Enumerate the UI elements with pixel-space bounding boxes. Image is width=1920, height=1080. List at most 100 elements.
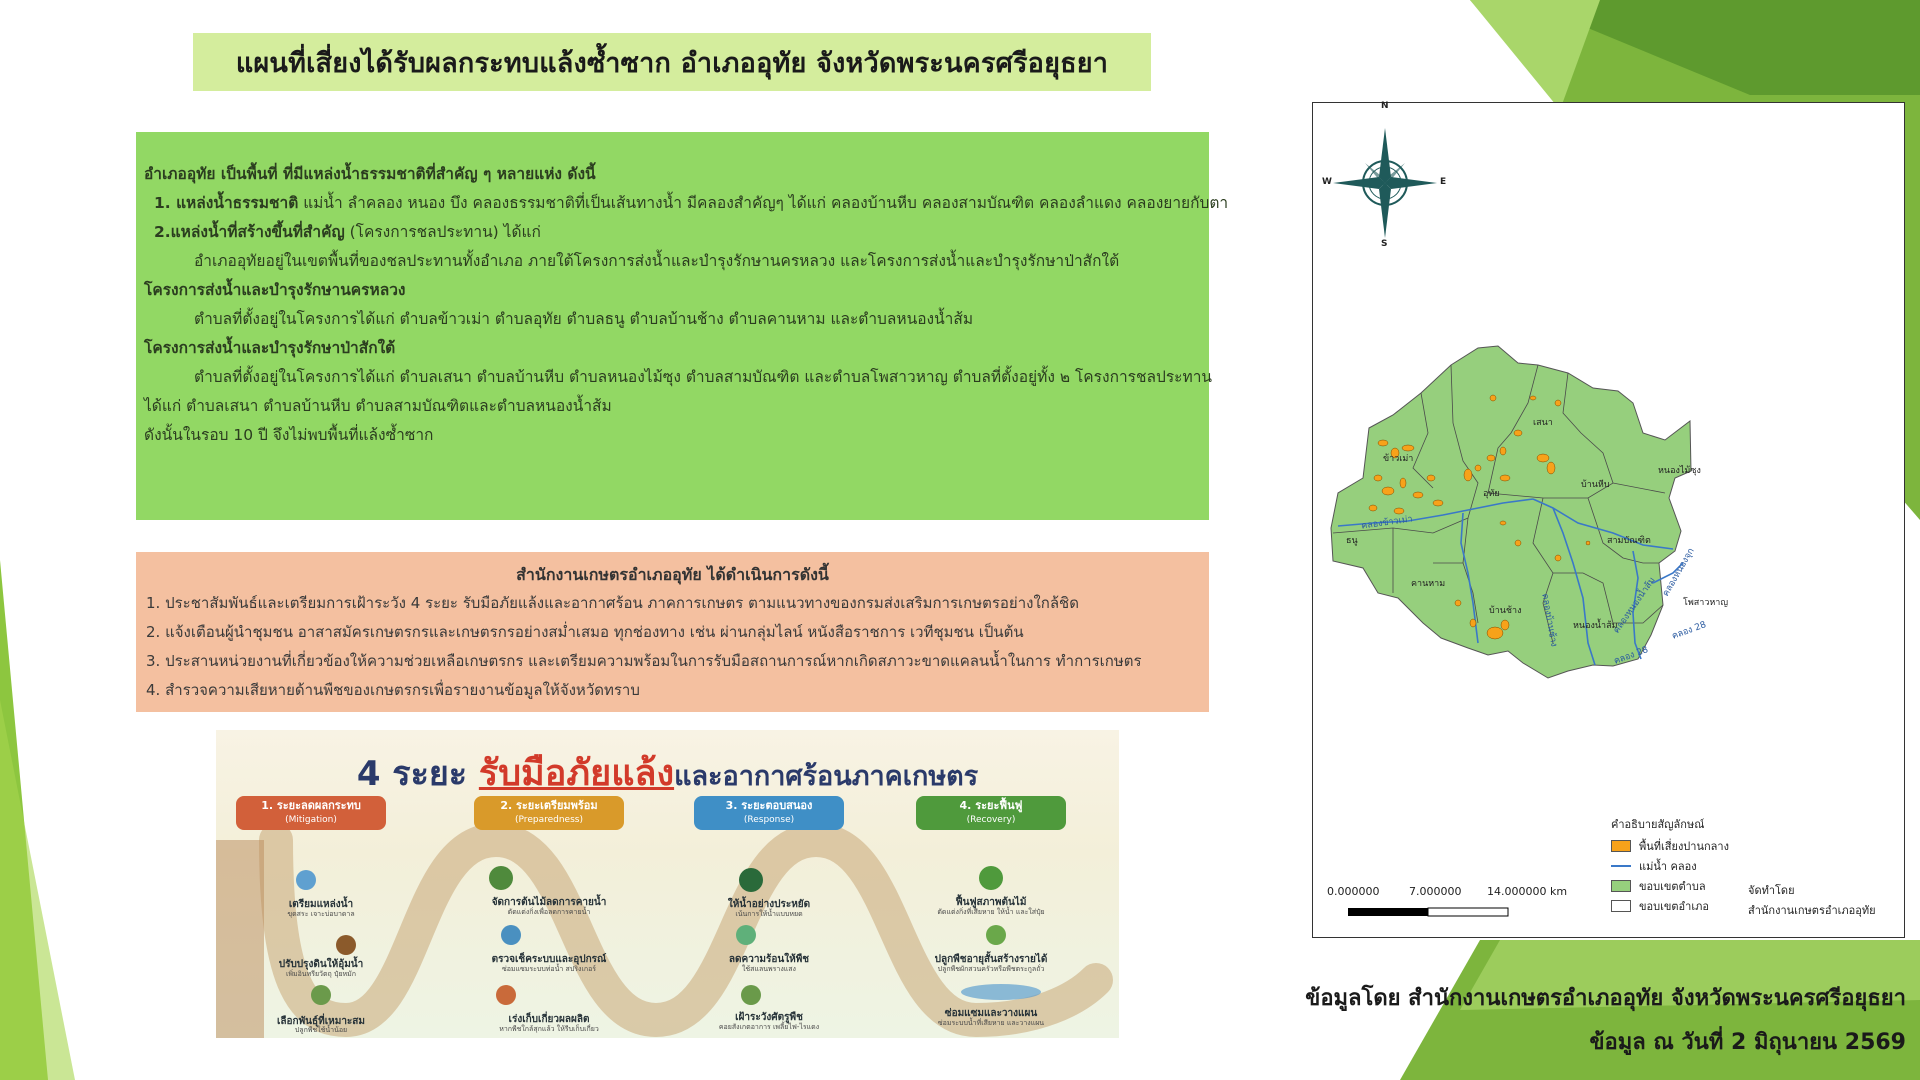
info-caption-sub: หากพืชใกล้สุกแล้ว ให้รีบเก็บเกี่ยว [499, 1025, 599, 1033]
legend-swatch [1611, 880, 1631, 892]
legend-item-district: ขอบเขตอำเภอ [1611, 897, 1709, 915]
phase-sub: (Preparedness) [515, 815, 583, 825]
water-tank-icon [296, 870, 316, 890]
pond-icon [961, 984, 1041, 1000]
office-actions-panel: สำนักงานเกษตรอำเภออุทัย ได้ดำเนินการดังน… [136, 552, 1209, 712]
top-right-light-shape [1470, 0, 1600, 110]
legend-item-subdistrict: ขอบเขตตำบล [1611, 877, 1706, 895]
map-canvas [1330, 128, 1692, 917]
made-by-label: จัดทำโดย [1748, 884, 1795, 897]
soil-icon [336, 935, 356, 955]
office-action-item: 4. สำรวจความเสียหายด้านพืชของเกษตรกรเพื่… [146, 681, 640, 699]
project1-text: ตำบลที่ตั้งอยู่ในโครงการได้แก่ ตำบลข้าวเ… [194, 310, 974, 328]
office-action-item: 3. ประสานหน่วยงานที่เกี่ยวข้องให้ความช่ว… [146, 652, 1142, 670]
compass-rose-icon [1333, 128, 1437, 238]
info-caption-title: ปลูกพืชอายุสั้นสร้างรายได้ [934, 954, 1048, 965]
info-caption-sub: ตัดแต่งกิ่งเพื่อลดการคายน้ำ [507, 908, 591, 916]
legend-line-swatch [1611, 865, 1631, 867]
legend-item-risk: พื้นที่เสี่ยงปานกลาง [1611, 837, 1729, 855]
office-action-item: 1. ประชาสัมพันธ์และเตรียมการเฝ้าระวัง 4 … [146, 594, 1079, 612]
shade-net-icon [736, 925, 756, 945]
info-caption-title: เตรียมแหล่งน้ำ [288, 899, 354, 910]
water-sources-intro: อำเภออุทัย เป็นพื้นที่ ที่มีแหล่งน้ำธรรม… [144, 165, 596, 183]
item1-label: 1. แหล่งน้ำธรรมชาติ [154, 194, 299, 212]
project2-text: ตำบลที่ตั้งอยู่ในโครงการได้แก่ ตำบลเสนา … [194, 368, 1213, 386]
info-caption-sub: ปลูกพืชใช้น้ำน้อย [294, 1026, 348, 1034]
sprinkler-icon [501, 925, 521, 945]
infographic-title-num: 4 ระยะ [356, 754, 479, 794]
top-right-dark-shape [1520, 0, 1920, 95]
info-caption-title: ให้น้ำอย่างประหยัด [727, 899, 811, 910]
project2-text-cont: ได้แก่ ตำบลเสนา ตำบลบ้านหีบ ตำบลสามบัณฑิ… [144, 397, 612, 415]
item1-text: แม่น้ำ ลำคลอง หนอง บึง คลองธรรมชาติที่เป… [298, 194, 1229, 212]
phase-badge-preparedness: 2. ระยะเตรียมพร้อม(Preparedness) [474, 796, 624, 830]
left-green-shape-2 [0, 700, 75, 1080]
district-label: หนองไม้ซุง [1658, 466, 1701, 476]
recovery-tree-icon [979, 866, 1003, 890]
scale-label: 0.000000 [1327, 885, 1380, 898]
magnifier-icon [741, 985, 761, 1005]
project1-heading: โครงการส่งน้ำและบำรุงรักษานครหลวง [144, 281, 406, 299]
district-boundary [1330, 345, 1692, 679]
risk-patches [1368, 394, 1591, 640]
water-source-item-2: 2.แหล่งน้ำที่สร้างขึ้นที่สำคัญ (โครงการช… [144, 218, 1199, 247]
dry-soil-left [216, 840, 264, 1038]
office-action-item: 2. แจ้งเตือนผู้นำชุมชน อาสาสมัครเกษตรกรแ… [146, 623, 1024, 641]
phase-badge-recovery: 4. ระยะฟื้นฟู (Recovery) [916, 796, 1066, 830]
district-label: บ้านหีบ [1581, 480, 1610, 490]
district-label: ธนู [1346, 536, 1358, 546]
bottom-right-light-shape [1460, 940, 1920, 1010]
tree-icon [489, 866, 513, 890]
district-label: โพสาวหาญ [1683, 598, 1729, 608]
winding-road [259, 822, 1113, 1038]
phase-sub: (Mitigation) [285, 815, 337, 825]
info-caption-sub: ปลูกพืชผักสวนครัวหรือพืชตระกูลถั่ว [937, 965, 1045, 973]
canal-lines [1337, 498, 1684, 666]
item2-label: 2.แหล่งน้ำที่สร้างขึ้นที่สำคัญ [154, 223, 345, 241]
info-caption-sub: คอยสังเกตอาการ เพลี้ยไฟ-ไรแดง [718, 1023, 820, 1031]
infographic-title-highlight: รับมือภัยแล้ง [478, 753, 675, 794]
phase-label: 3. ระยะตอบสนอง [725, 799, 813, 812]
info-caption-title: ซ่อมแซมและวางแผน [944, 1008, 1038, 1019]
water-drop-icon [739, 868, 763, 892]
seedling-icon [311, 985, 331, 1005]
legend-label: ขอบเขตตำบล [1639, 880, 1706, 893]
phase-badge-response: 3. ระยะตอบสนอง (Response) [694, 796, 844, 830]
water-source-item-1: 1. แหล่งน้ำธรรมชาติ แม่น้ำ ลำคลอง หนอง บ… [144, 189, 1228, 218]
vegetable-plot-icon [986, 925, 1006, 945]
project2-heading: โครงการส่งน้ำและบำรุงรักษาป่าสักใต้ [144, 339, 396, 357]
footer-date: ข้อมูล ณ วันที่ 2 มิถุนายน 2569 [1589, 1030, 1906, 1055]
info-caption-sub: ซ่อมแซมระบบท่อน้ำ สปริงเกอร์ [501, 965, 597, 973]
compass-east-label: E [1440, 177, 1447, 187]
phase-sub: (Response) [743, 815, 795, 825]
info-caption-title: เฝ้าระวังศัตรูพืช [735, 1012, 803, 1023]
info-caption-title: เร่งเก็บเกี่ยวผลผลิต [508, 1014, 590, 1025]
phase-label: 4. ระยะฟื้นฟู [959, 799, 1023, 812]
info-caption-sub: เพิ่มอินทรียวัตถุ ปุ๋ยหมัก [285, 970, 357, 978]
conclusion-text: ดังนั้นในรอบ 10 ปี จึงไม่พบพื้นที่แล้งซ้… [144, 426, 434, 444]
info-caption-sub: เน้นการให้น้ำแบบหยด [735, 910, 803, 918]
district-label: เสนา [1533, 418, 1553, 428]
phase-badge-mitigation: 1. ระยะลดผลกระทบ (Mitigation) [236, 796, 386, 830]
made-by-office: สำนักงานเกษตรอำเภออุทัย [1748, 904, 1876, 917]
scale-bar [1348, 907, 1509, 917]
compass-south-label: S [1381, 239, 1388, 249]
district-label: ข้าวเม่า [1383, 454, 1414, 464]
compass-west-label: W [1322, 177, 1332, 187]
legend-item-canal: แม่น้ำ คลอง [1611, 857, 1697, 875]
phase-sub: (Recovery) [966, 815, 1016, 825]
info-caption-title: เลือกพันธุ์ที่เหมาะสม [276, 1016, 365, 1027]
phase-label: 1. ระยะลดผลกระทบ [261, 799, 361, 812]
info-caption-title: จัดการต้นไม้ลดการคายน้ำ [491, 897, 607, 908]
legend-label: แม่น้ำ คลอง [1639, 860, 1697, 873]
info-caption-sub: ขุดสระ เจาะบ่อบาดาล [287, 910, 355, 918]
district-label: บ้านช้าง [1489, 606, 1522, 616]
irrigation-text: อำเภออุทัยอยู่ในเขตพื้นที่ของชลประทานทั้… [194, 252, 1120, 270]
legend-label: พื้นที่เสี่ยงปานกลาง [1639, 840, 1729, 853]
district-label: คานหาม [1411, 579, 1446, 589]
info-caption-sub: ใช้สแลนพรางแสง [742, 965, 796, 973]
legend-swatch [1611, 840, 1631, 852]
risk-map: N S E W ข้าวเม่า เสนา อุทัย บ้านหีบ หนอง… [1312, 101, 1905, 938]
footer-source: ข้อมูลโดย สำนักงานเกษตรอำเภออุทัย จังหวั… [1305, 986, 1906, 1011]
scale-label: 14.000000 km [1487, 885, 1568, 898]
